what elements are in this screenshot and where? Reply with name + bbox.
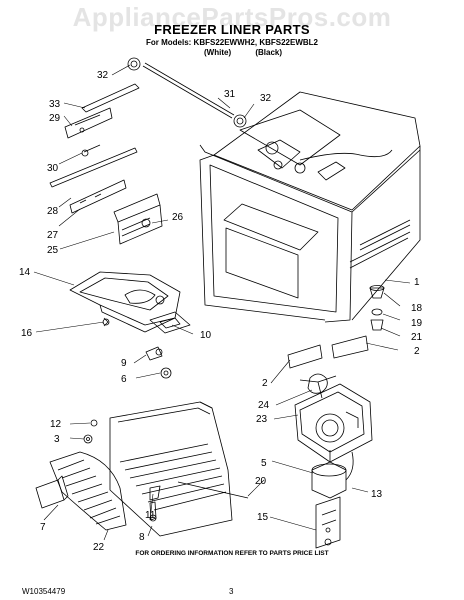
callout-2: 2 (414, 346, 420, 357)
watermark: AppliancePartsPros.com (72, 2, 392, 32)
callout-21: 21 (411, 332, 423, 343)
callout-6: 6 (121, 374, 127, 385)
callout-24: 24 (258, 400, 270, 411)
callout-14: 14 (19, 267, 31, 278)
callout-20: 20 (255, 476, 267, 487)
variant-white: (White) (204, 48, 232, 57)
small-fasteners (145, 346, 172, 379)
callout-28: 28 (47, 206, 59, 217)
callout-13: 13 (371, 489, 383, 500)
foam-pads (287, 335, 369, 369)
document-number: W10354479 (22, 587, 66, 596)
page-number: 3 (229, 587, 234, 596)
callout-23: 23 (256, 414, 268, 425)
page-title: FREEZER LINER PARTS (154, 22, 310, 37)
callout-3: 3 (54, 434, 60, 445)
leader-lines (33, 64, 411, 541)
callout-31: 31 (224, 89, 236, 100)
ordering-note: FOR ORDERING INFORMATION REFER TO PARTS … (135, 550, 329, 557)
drain-parts (369, 285, 385, 331)
callout-11: 11 (145, 510, 156, 521)
callout-5: 5 (261, 458, 267, 469)
callout-15: 15 (257, 512, 269, 523)
callout-32: 32 (260, 93, 272, 104)
callout-32: 32 (97, 70, 109, 81)
callout-33: 33 (49, 99, 61, 110)
freezer-liner (199, 91, 421, 323)
callout-12: 12 (50, 419, 62, 430)
callout-19: 19 (411, 318, 423, 329)
callout-labels: 32 31 32 33 29 30 28 27 26 25 14 16 10 1… (19, 70, 423, 553)
variant-black: (Black) (255, 48, 283, 57)
callout-2: 2 (262, 378, 268, 389)
callout-1: 1 (414, 277, 420, 288)
fan-motor-assembly (294, 373, 373, 549)
shelf-rod (127, 57, 247, 128)
slide-rail-assemblies (49, 83, 163, 245)
callout-26: 26 (172, 212, 184, 223)
model-numbers: For Models: KBFS22EWWH2, KBFS22EWBL2 (145, 38, 318, 47)
callout-8: 8 (139, 532, 145, 543)
callout-25: 25 (47, 245, 59, 256)
callout-7: 7 (40, 522, 46, 533)
callout-30: 30 (47, 163, 59, 174)
louvered-grille (35, 451, 127, 531)
model-variants: (White) (Black) (204, 48, 304, 57)
callout-16: 16 (21, 328, 33, 339)
callout-29: 29 (49, 113, 61, 124)
callout-27: 27 (47, 230, 59, 241)
callout-10: 10 (200, 330, 212, 341)
fan-shroud (69, 271, 191, 334)
callout-18: 18 (411, 303, 423, 314)
callout-9: 9 (121, 358, 127, 369)
callout-22: 22 (93, 542, 105, 553)
